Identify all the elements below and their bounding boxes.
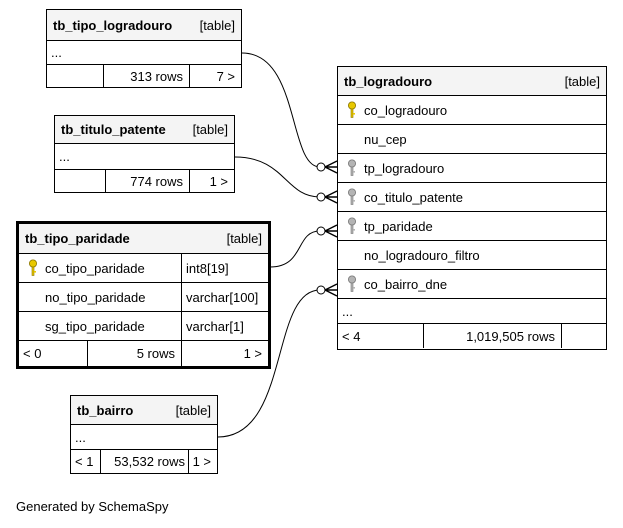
column-name: no_logradouro_filtro bbox=[364, 247, 480, 263]
column-name: nu_cep bbox=[364, 131, 407, 147]
edge-titulo-patente bbox=[234, 156, 321, 198]
primary-key-icon bbox=[348, 101, 356, 118]
column-name: co_bairro_dne bbox=[364, 276, 448, 292]
row-count: 313 rows bbox=[103, 65, 189, 87]
child-count: 1 > bbox=[188, 450, 217, 473]
edge-end-circle bbox=[316, 162, 326, 172]
parent-count bbox=[55, 170, 105, 192]
table-header: tb_logradouro [table] bbox=[338, 67, 606, 96]
edge-end-circle bbox=[316, 226, 326, 236]
column-type: int8[19] bbox=[181, 254, 268, 282]
parent-count: < 4 bbox=[342, 328, 361, 344]
column-row: co_logradouro bbox=[338, 96, 606, 125]
ellipsis: ... bbox=[59, 149, 70, 164]
table-footer: < 1 53,532 rows 1 > bbox=[71, 450, 217, 473]
column-row: no_tipo_paridade varchar[100] bbox=[19, 283, 268, 312]
column-name: no_tipo_paridade bbox=[45, 289, 146, 305]
column-name: tp_paridade bbox=[364, 218, 433, 234]
crowfoot bbox=[324, 224, 338, 238]
generated-by-text[interactable]: Generated by SchemaSpy bbox=[16, 499, 169, 514]
table-tb-titulo-patente[interactable]: tb_titulo_patente [table] ... 774 rows 1… bbox=[54, 115, 235, 193]
table-row: ... bbox=[55, 144, 234, 170]
table-footer: 313 rows 7 > bbox=[47, 65, 241, 87]
table-header: tb_bairro [table] bbox=[71, 396, 217, 425]
row-count: 5 rows bbox=[87, 341, 181, 366]
ellipsis: ... bbox=[51, 45, 62, 60]
foreign-key-icon bbox=[348, 275, 356, 292]
column-row: no_logradouro_filtro bbox=[338, 241, 606, 270]
edge-end-circle bbox=[316, 192, 326, 202]
column-type: varchar[1] bbox=[181, 312, 268, 340]
column-type: varchar[100] bbox=[181, 283, 268, 311]
crowfoot bbox=[324, 283, 338, 297]
column-row: co_titulo_patente bbox=[338, 183, 606, 212]
table-row: ... bbox=[47, 41, 241, 65]
parent-count bbox=[47, 65, 103, 87]
table-footer: < 4 1,019,505 rows bbox=[338, 324, 606, 348]
table-name: tb_logradouro bbox=[344, 73, 433, 89]
edge-end-circle bbox=[316, 285, 326, 295]
column-name: tp_logradouro bbox=[364, 160, 445, 176]
table-tb-tipo-logradouro[interactable]: tb_tipo_logradouro [table] ... 313 rows … bbox=[46, 9, 242, 88]
edge-tipo-logradouro bbox=[241, 52, 321, 168]
table-name: tb_tipo_paridade bbox=[25, 231, 130, 246]
column-row: tp_logradouro bbox=[338, 154, 606, 183]
table-kind: [table] bbox=[175, 402, 211, 418]
table-kind: [table] bbox=[564, 73, 600, 89]
table-name: tb_tipo_logradouro bbox=[53, 17, 173, 33]
child-count: 1 > bbox=[181, 341, 268, 366]
child-count: 7 > bbox=[189, 65, 241, 87]
crowfoot bbox=[324, 190, 338, 204]
table-kind: [table] bbox=[226, 231, 262, 246]
parent-count: < 0 bbox=[23, 346, 42, 361]
table-footer: 774 rows 1 > bbox=[55, 170, 234, 192]
table-tb-logradouro[interactable]: tb_logradouro [table] co_logradouro nu_c… bbox=[337, 66, 607, 350]
column-name: co_logradouro bbox=[364, 102, 448, 118]
table-kind: [table] bbox=[199, 17, 235, 33]
table-name: tb_titulo_patente bbox=[61, 122, 166, 137]
table-header: tb_tipo_paridade [table] bbox=[19, 224, 268, 254]
primary-key-icon bbox=[29, 259, 37, 276]
edge-tipo-paridade bbox=[269, 230, 321, 268]
foreign-key-icon bbox=[348, 217, 356, 234]
row-count: 1,019,505 rows bbox=[423, 324, 561, 348]
column-row: sg_tipo_paridade varchar[1] bbox=[19, 312, 268, 341]
parent-count: < 1 bbox=[75, 454, 94, 469]
column-row: co_tipo_paridade int8[19] bbox=[19, 254, 268, 283]
column-row: co_bairro_dne bbox=[338, 270, 606, 299]
child-count: 1 > bbox=[189, 170, 234, 192]
edge-bairro bbox=[217, 289, 321, 438]
column-name: co_titulo_patente bbox=[364, 189, 464, 205]
table-footer: < 0 5 rows 1 > bbox=[19, 341, 268, 366]
ellipsis: ... bbox=[342, 303, 353, 319]
foreign-key-icon bbox=[348, 159, 356, 176]
table-row: ... bbox=[338, 299, 606, 324]
ellipsis: ... bbox=[75, 429, 86, 445]
row-count: 774 rows bbox=[105, 170, 189, 192]
column-row: tp_paridade bbox=[338, 212, 606, 241]
row-count: 53,532 rows bbox=[100, 450, 188, 473]
table-header: tb_tipo_logradouro [table] bbox=[47, 10, 241, 41]
table-kind: [table] bbox=[192, 122, 228, 137]
column-name: co_tipo_paridade bbox=[45, 260, 145, 276]
table-name: tb_bairro bbox=[77, 402, 134, 418]
table-tb-bairro[interactable]: tb_bairro [table] ... < 1 53,532 rows 1 … bbox=[70, 395, 218, 474]
table-tb-tipo-paridade[interactable]: tb_tipo_paridade [table] co_tipo_paridad… bbox=[16, 221, 271, 369]
crowfoot bbox=[324, 160, 338, 174]
foreign-key-icon bbox=[348, 188, 356, 205]
table-header: tb_titulo_patente [table] bbox=[55, 116, 234, 144]
table-row: ... bbox=[71, 425, 217, 450]
column-row: nu_cep bbox=[338, 125, 606, 154]
column-name: sg_tipo_paridade bbox=[45, 318, 145, 334]
child-count bbox=[561, 324, 606, 348]
